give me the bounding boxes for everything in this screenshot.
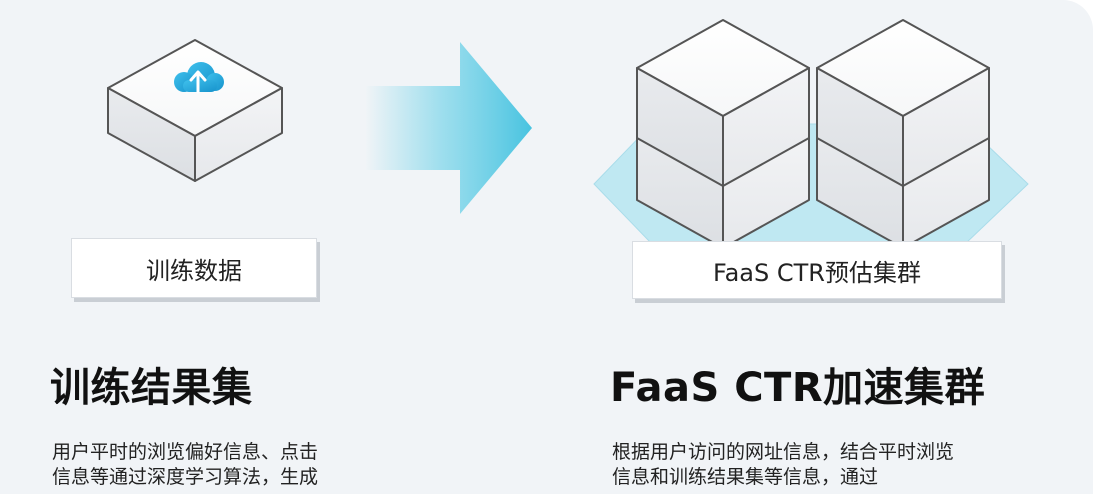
faas-ctr-heading: FaaS CTR加速集群 xyxy=(610,365,986,411)
description-line: 信息等通过深度学习算法，生成 xyxy=(52,466,319,488)
training-data-label: 训练数据 xyxy=(146,256,242,285)
training-data-cube xyxy=(107,39,283,182)
training-result-heading: 训练结果集 xyxy=(50,365,253,411)
faas-ctr-description: 根据用户访问的网址信息，结合平时浏览 信息和训练结果集等信息，通过 xyxy=(612,440,1052,490)
ctr-cluster-label: FaaS CTR预估集群 xyxy=(713,258,921,287)
description-line: 根据用户访问的网址信息，结合平时浏览 xyxy=(612,441,955,463)
cloud-upload-icon xyxy=(174,62,224,94)
ctr-cluster-label-box: FaaS CTR预估集群 xyxy=(632,241,1002,299)
description-line: 用户平时的浏览偏好信息、点击 xyxy=(52,441,319,463)
flow-arrow xyxy=(365,42,532,214)
training-result-description: 用户平时的浏览偏好信息、点击 信息等通过深度学习算法，生成 xyxy=(52,440,492,490)
description-line: 信息和训练结果集等信息，通过 xyxy=(612,466,879,488)
training-data-label-box: 训练数据 xyxy=(71,238,317,298)
